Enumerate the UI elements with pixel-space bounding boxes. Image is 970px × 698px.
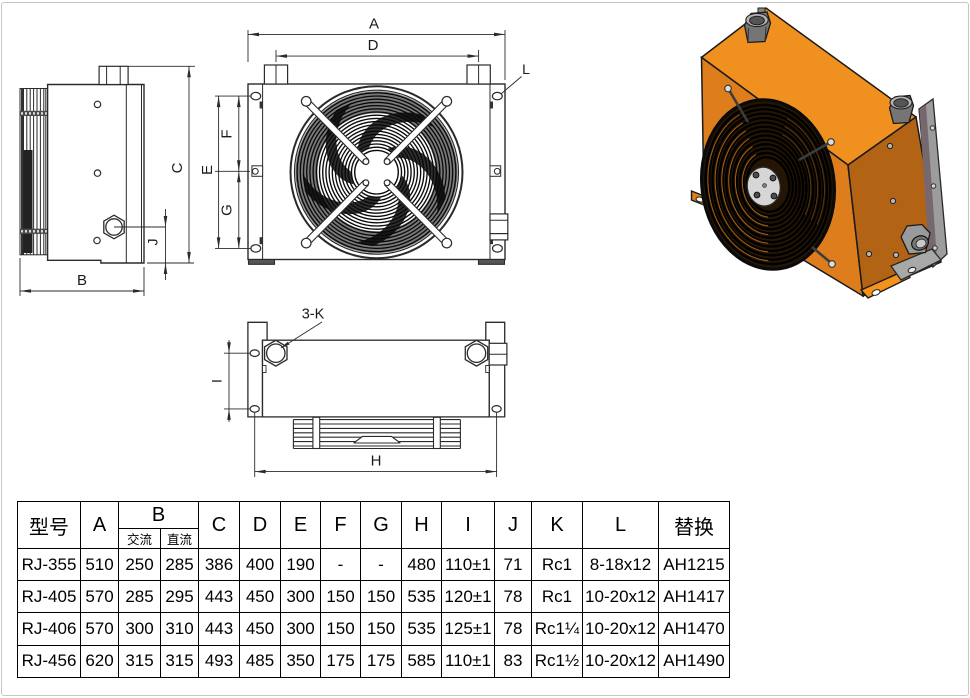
svg-text:F: F [219,129,236,138]
svg-text:L: L [522,61,530,77]
svg-text:A: A [369,16,379,33]
svg-text:G: G [219,204,236,216]
svg-text:B: B [77,272,87,289]
svg-text:J: J [145,239,161,246]
svg-text:E: E [199,165,216,175]
svg-text:I: I [209,379,225,383]
svg-text:3-K: 3-K [302,307,325,323]
svg-text:C: C [169,162,186,173]
svg-text:H: H [371,453,382,470]
svg-text:D: D [368,37,379,54]
